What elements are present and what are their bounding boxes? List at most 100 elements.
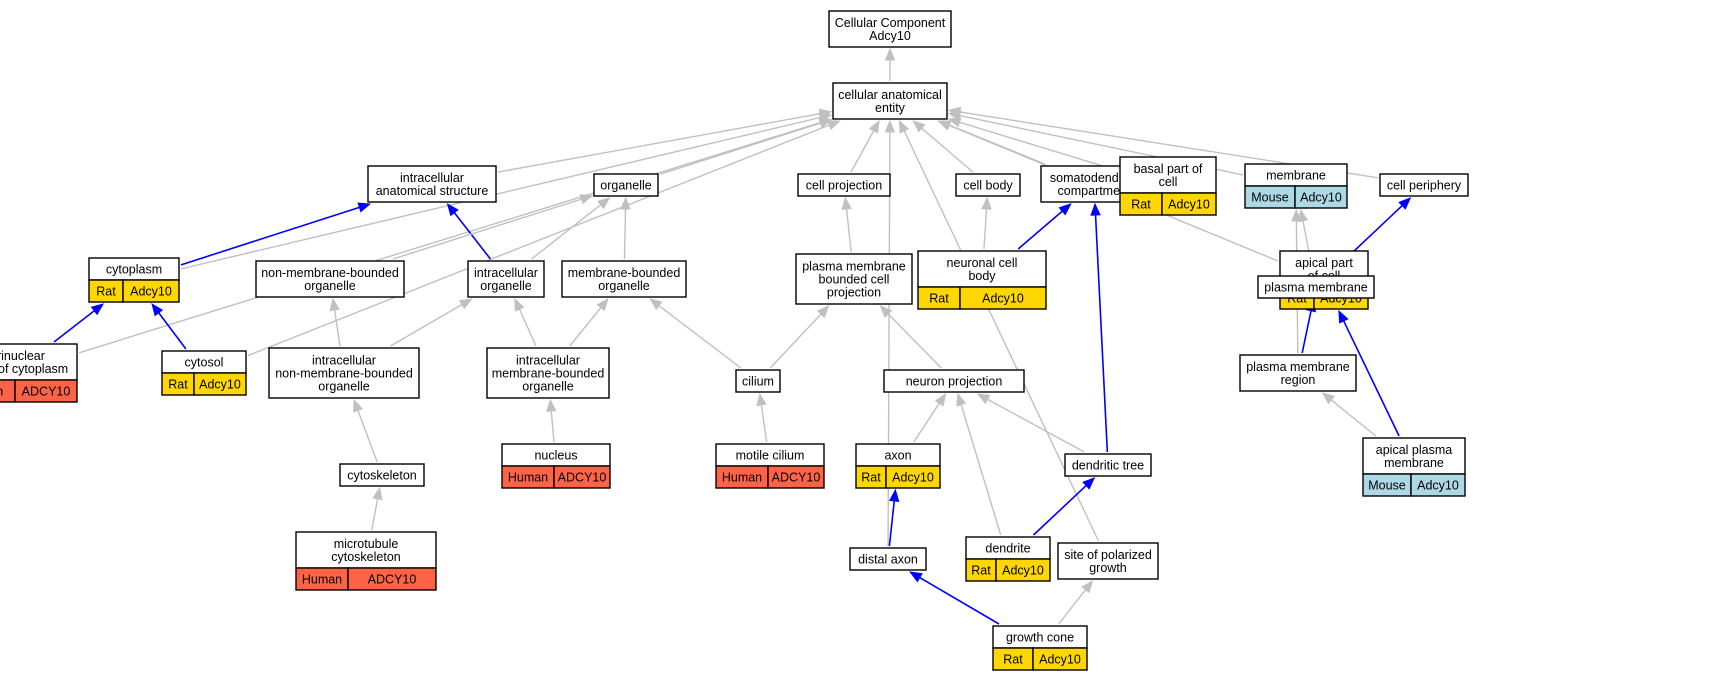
term-node-perinuc[interactable]: perinuclearregion of cytoplasmHumanADCY1… [0,343,78,403]
term-node-cellbody[interactable]: cell body [955,173,1021,197]
edge-arrowhead [1081,579,1094,594]
edge-line [1330,399,1377,437]
edge-inmbo-to-intraorg [390,298,473,347]
term-node-cellproj[interactable]: cell projection [797,173,891,197]
edge-line [333,309,341,347]
term-node-dendtree[interactable]: dendritic tree [1064,453,1152,477]
term-node-neuproj[interactable]: neuron projection [883,369,1025,393]
term-box [955,173,1021,197]
edge-line [53,310,95,343]
term-label: site of polarized [1064,548,1152,562]
gene-cell [995,558,1051,582]
species-label: Human [302,573,342,587]
species-label: Rat [1003,653,1023,667]
term-label: motile cilium [736,449,805,463]
edge-line [658,305,742,369]
edge-arrowhead [956,392,967,407]
edge-line [180,206,360,266]
edge-intraorg-to-organelle [531,197,611,260]
gene-cell [767,465,825,489]
species-label: Rat [96,285,116,299]
species-label: Rat [971,564,991,578]
term-node-cytoskel[interactable]: cytoskeleton [339,463,425,487]
edge-line [623,208,627,260]
term-label: cytosol [185,356,224,370]
term-node-cilium[interactable]: cilium [735,369,781,393]
edge-perinuc-to-cytoplasm [53,303,105,343]
term-label: neuronal cell [947,256,1018,270]
term-label: organelle [480,279,531,293]
edge-ncb-to-somato [1017,203,1072,250]
gene-label: ADCY10 [22,385,71,399]
edge-arrowhead [898,119,910,134]
edge-line [371,498,379,531]
edge-line [888,500,896,547]
edge-line [983,208,988,250]
term-box [1057,542,1159,580]
term-label: dendritic tree [1072,459,1144,473]
term-node-organelle[interactable]: organelle [593,173,659,197]
term-label: membrane-bounded [568,266,681,280]
gene-label: Adcy10 [199,378,241,392]
term-label: intracellular [400,171,464,185]
term-label: cytoskeleton [347,469,417,483]
term-box [735,369,781,393]
edge-line [531,204,602,260]
edge-arrowhead [1058,203,1072,216]
species-label: Mouse [1251,191,1289,205]
term-box [486,347,610,399]
term-node-distal[interactable]: distal axon [849,547,927,571]
edge-arrowhead [947,106,962,118]
species-label: Human [508,471,548,485]
term-box [268,347,420,399]
term-box [593,173,659,197]
edge-line [247,124,830,357]
edge-imbo-to-mbo [569,297,609,347]
term-node-pm[interactable]: plasma membrane [1257,275,1375,299]
gene-label: Adcy10 [892,471,934,485]
term-box [295,531,437,569]
edge-arrowhead [912,120,926,133]
edge-distal-to-axon [888,488,900,547]
edge-apm-to-pmr [1321,392,1377,437]
term-node-periph[interactable]: cell periphery [1379,173,1469,197]
edge-cilium-to-mbo [649,298,742,369]
edge-motile-to-cilium [756,392,768,443]
species-label: Rat [168,378,188,392]
term-label: membrane-bounded [492,367,605,381]
edge-arrowhead [357,202,372,213]
term-label: growth [1089,561,1127,575]
edge-arrowhead [620,196,631,210]
edge-line [987,398,1085,453]
gene-cell [193,372,247,396]
edge-neuproj-to-pmbcp [879,305,942,369]
edge-mbo-to-organelle [620,196,631,260]
term-node-inmbo[interactable]: intracellularnon-membrane-boundedorganel… [268,347,420,399]
term-box [849,547,927,571]
gene-label: ADCY10 [368,573,417,587]
term-label: somatodendritic [1050,171,1138,185]
edge-dendrite-to-neuproj [956,392,1002,536]
